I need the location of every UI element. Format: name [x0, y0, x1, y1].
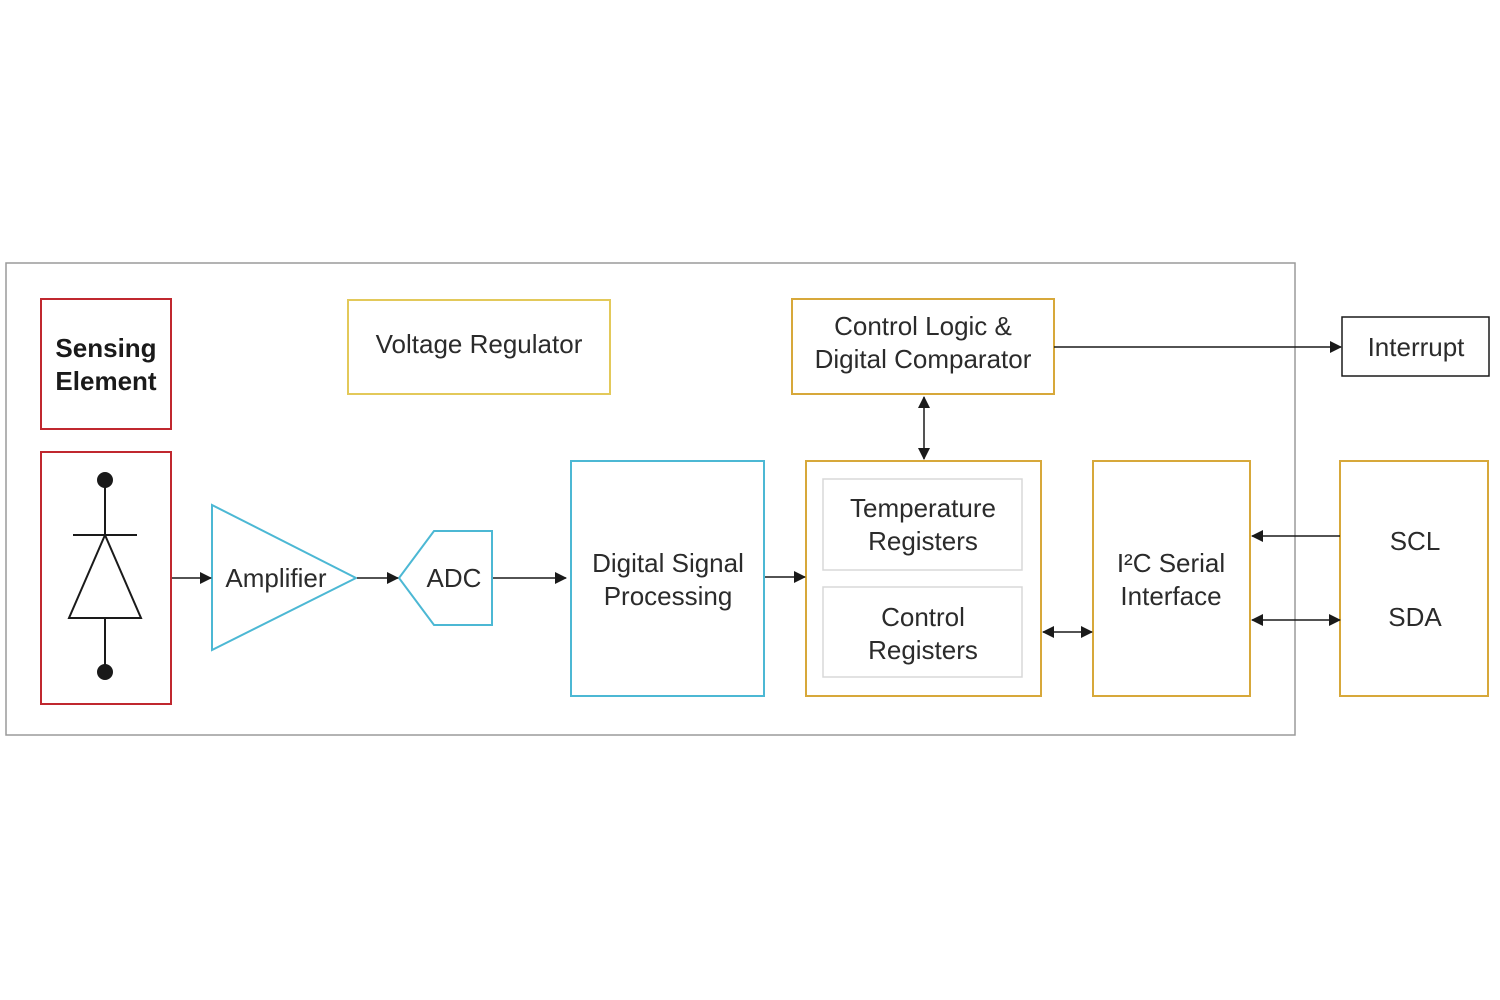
- voltage-regulator-label: Voltage Regulator: [376, 329, 583, 359]
- chip-boundary: [5, 262, 1296, 736]
- dsp-label-line1: Digital Signal: [592, 548, 744, 578]
- registers-group-box: [805, 460, 1042, 697]
- i2c-interface-label-line1: I²C Serial: [1117, 548, 1225, 578]
- sensing-element-label-line2: Element: [55, 366, 156, 396]
- sensing-element-label-box: [40, 298, 172, 430]
- adc-block: [397, 530, 493, 626]
- adc-label: ADC: [427, 563, 482, 593]
- scl-label: SCL: [1390, 526, 1441, 556]
- temperature-registers-box: [822, 478, 1023, 571]
- sda-label: SDA: [1388, 602, 1442, 632]
- interrupt-box: [1341, 316, 1490, 377]
- control-logic-label-line2: Digital Comparator: [815, 344, 1032, 374]
- i2c-interface-label-line2: Interface: [1120, 581, 1221, 611]
- diode-symbol-icon: [67, 472, 143, 680]
- sensing-element-label-line1: Sensing: [55, 333, 156, 363]
- dsp-label-line2: Processing: [604, 581, 733, 611]
- voltage-regulator-box: [347, 299, 611, 395]
- control-registers-label-line1: Control: [881, 602, 965, 632]
- sensing-element-diode-box: [40, 451, 172, 705]
- i2c-interface-box: [1092, 460, 1251, 697]
- control-registers-label-line2: Registers: [868, 635, 978, 665]
- amplifier-label: Amplifier: [225, 563, 326, 593]
- triangle-amplifier-icon: [211, 503, 359, 652]
- interrupt-label: Interrupt: [1368, 332, 1466, 362]
- pins-box: [1339, 460, 1489, 697]
- control-registers-box: [822, 586, 1023, 678]
- temperature-registers-label-line2: Registers: [868, 526, 978, 556]
- temperature-registers-label-line1: Temperature: [850, 493, 996, 523]
- control-logic-label-line1: Control Logic &: [834, 311, 1012, 341]
- dsp-box: [570, 460, 765, 697]
